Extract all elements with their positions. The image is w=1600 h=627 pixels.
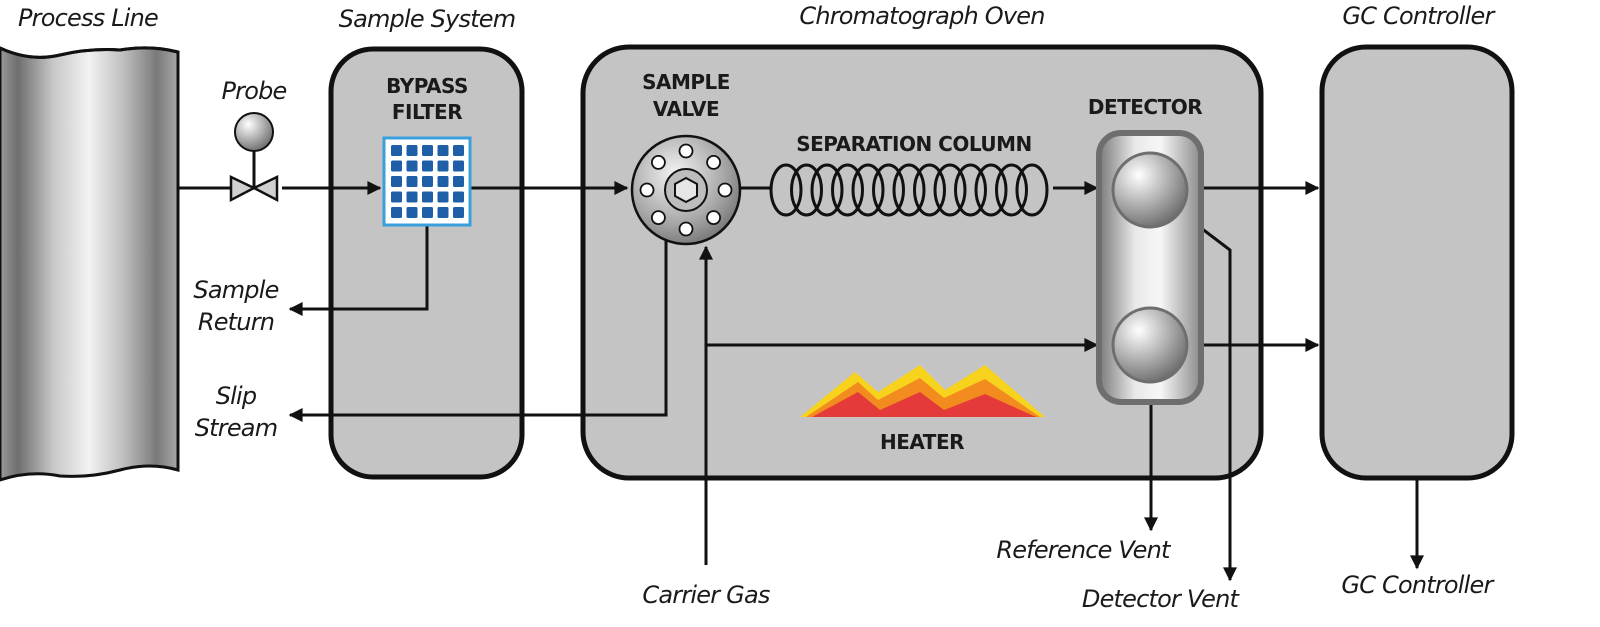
- sample-valve-label-line1: SAMPLE: [642, 70, 730, 94]
- gc-controller-title: GC Controller: [1342, 2, 1496, 30]
- filter-cell: [437, 207, 449, 218]
- valve-port: [717, 182, 733, 198]
- coil-loop: [995, 163, 1028, 217]
- coil-loop: [872, 163, 905, 217]
- filter-cell: [406, 145, 418, 156]
- filter-cell: [437, 160, 449, 172]
- coil-loop: [1015, 163, 1049, 217]
- coil-loop: [831, 163, 864, 217]
- probe-valve-icon: [229, 112, 279, 203]
- sample-valve-label-line2: VALVE: [653, 97, 719, 121]
- valve-port: [651, 210, 666, 226]
- filter-cell: [406, 176, 418, 187]
- coil-loop: [933, 163, 967, 217]
- reference-vent-label: Reference Vent: [996, 536, 1172, 564]
- sample-return-label-line1: Sample: [193, 276, 278, 304]
- valve-port: [706, 154, 721, 170]
- chromatograph-oven-box: [580, 44, 1264, 481]
- filter-cell: [391, 176, 402, 187]
- filter-cell: [422, 145, 433, 156]
- valve-port: [678, 143, 694, 159]
- sample-valve-icon: [630, 134, 742, 246]
- filter-cell: [406, 207, 418, 218]
- heater-label: HEATER: [880, 430, 964, 454]
- filter-cell: [453, 176, 464, 187]
- bypass-filter-label-line2: FILTER: [392, 100, 462, 124]
- sample-return-label-line2: Return: [198, 308, 274, 336]
- chromatograph-oven-title: Chromatograph Oven: [799, 2, 1044, 30]
- filter-cell: [453, 207, 464, 218]
- gc-controller-output-label: GC Controller: [1341, 571, 1495, 599]
- coil-loop: [954, 163, 987, 217]
- coil-loop: [851, 163, 885, 217]
- process-line-title: Process Line: [18, 4, 158, 32]
- separation-column-label: SEPARATION COLUMN: [796, 132, 1032, 156]
- filter-cell: [453, 191, 464, 203]
- coil-loop: [974, 163, 1008, 217]
- filter-cell: [437, 176, 449, 187]
- valve-port: [706, 210, 721, 226]
- detector-icon: [1096, 130, 1204, 405]
- filter-cell: [406, 191, 418, 203]
- process-line-pipe: [0, 46, 180, 482]
- detector-label: DETECTOR: [1088, 95, 1202, 119]
- filter-cell: [422, 160, 433, 172]
- coil-loop: [913, 163, 946, 217]
- filter-cell: [391, 160, 402, 172]
- filter-cell: [422, 176, 433, 187]
- filter-cell: [422, 207, 433, 218]
- valve-port: [678, 221, 694, 237]
- filter-cell: [437, 191, 449, 203]
- bypass-filter-icon: [382, 136, 472, 227]
- coil-loop: [769, 163, 803, 217]
- separation-column-coil-icon: [769, 163, 1049, 217]
- filter-cell: [406, 160, 418, 172]
- slip-stream-label-line1: Slip: [216, 382, 257, 410]
- detector-vent-label: Detector Vent: [1082, 585, 1241, 613]
- coil-loop: [892, 163, 926, 217]
- filter-cell: [437, 145, 449, 156]
- filter-cell: [453, 160, 464, 172]
- valve-port: [639, 182, 655, 198]
- heater-flame-icon: [800, 365, 1045, 417]
- sample-system-title: Sample System: [339, 5, 516, 33]
- coil-loop: [810, 163, 844, 217]
- probe-label: Probe: [221, 77, 286, 105]
- filter-cell: [391, 191, 402, 203]
- filter-cell: [391, 145, 402, 156]
- carrier-gas-label: Carrier Gas: [642, 581, 769, 609]
- filter-cell: [422, 191, 433, 203]
- coil-loop: [790, 163, 823, 217]
- filter-cell: [453, 145, 464, 156]
- valve-port: [651, 154, 666, 170]
- bypass-filter-label-line1: BYPASS: [386, 74, 468, 98]
- gc-controller-box: [1319, 44, 1515, 481]
- slip-stream-label-line2: Stream: [195, 414, 278, 442]
- filter-cell: [391, 207, 402, 218]
